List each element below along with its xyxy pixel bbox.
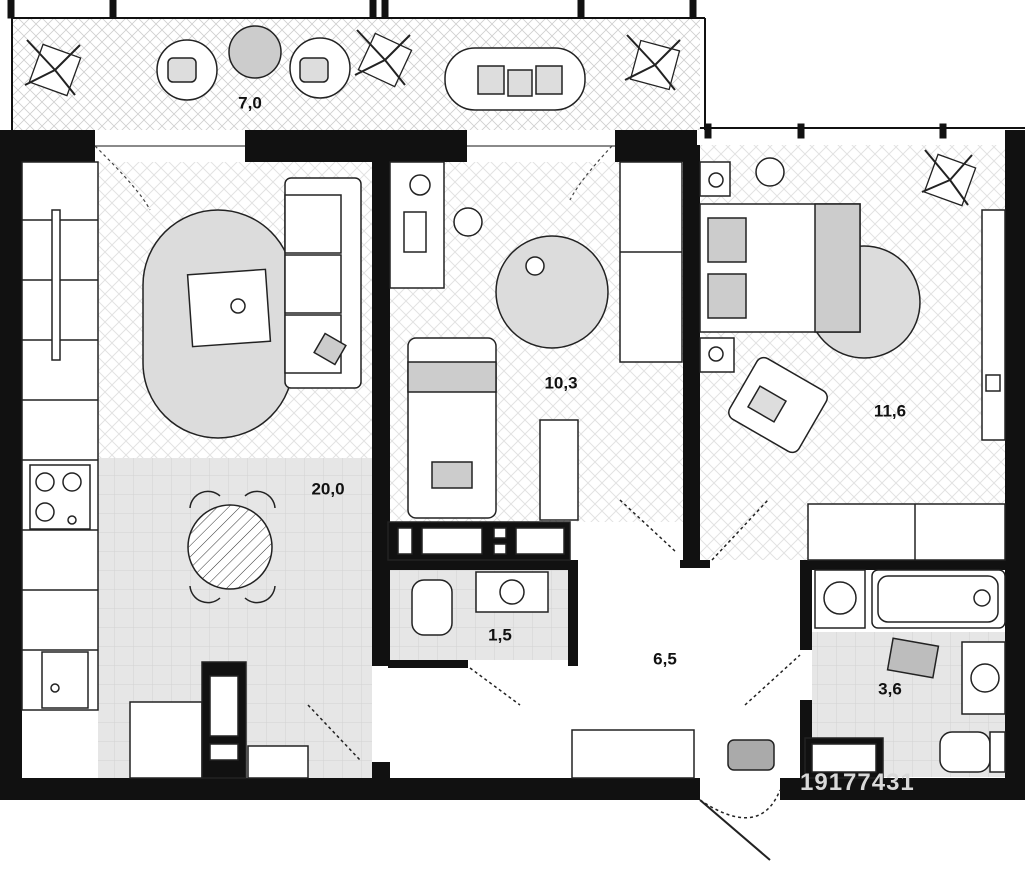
dresser <box>981 209 1006 441</box>
bath-mat <box>886 637 940 679</box>
walls <box>0 130 1025 800</box>
balcony-side-table <box>228 25 282 79</box>
tv <box>51 209 61 361</box>
wall-left <box>0 130 22 798</box>
room-area-hallway: 6,5 <box>653 649 677 668</box>
wall-top-left <box>0 130 95 162</box>
large-bedroom-furniture <box>699 157 1006 561</box>
room-area-bathroom: 3,6 <box>878 679 902 698</box>
plant-balcony-1 <box>24 39 82 97</box>
room-area-bedroom-large: 11,6 <box>874 401 906 420</box>
shoe-mat <box>727 739 775 771</box>
wall-partition-2 <box>683 145 700 565</box>
wall-bath-top <box>800 560 1005 570</box>
wall-wc-top <box>388 560 568 570</box>
balcony-furniture <box>156 25 586 111</box>
hall-wardrobe <box>571 729 695 779</box>
kitchen-sink <box>41 651 89 709</box>
room-area-bedroom-small: 10,3 <box>544 373 577 392</box>
wall-bottom <box>0 778 700 800</box>
hallway-furniture <box>571 654 884 861</box>
wardrobe-small <box>619 161 683 363</box>
wall-partition-1 <box>372 158 390 666</box>
wall-hall-top <box>680 560 710 568</box>
plants <box>24 29 977 207</box>
room-area-balcony: 7,0 <box>238 93 262 112</box>
wall-wc-right <box>568 560 578 666</box>
plant-bedroom <box>921 149 977 207</box>
wall-right <box>1005 130 1025 798</box>
wall-bath-left <box>800 560 812 650</box>
small-bedroom-rug <box>495 235 609 349</box>
wardrobe-large <box>807 503 1006 561</box>
room-labels: 7,0 20,0 10,3 11,6 1,5 6,5 3,6 <box>238 93 906 698</box>
living-kitchen-furniture <box>21 161 362 779</box>
coffee-table <box>186 268 272 348</box>
plant-balcony-3 <box>624 34 681 91</box>
toilet-wc <box>411 579 453 636</box>
small-bedroom-furniture <box>387 161 683 561</box>
wall-wc-bottom <box>388 660 468 668</box>
bath-toilet <box>939 731 991 773</box>
shelf <box>539 419 579 521</box>
balcony-railing <box>7 0 1025 139</box>
plant-balcony-2 <box>354 29 413 88</box>
wall-bottom-right <box>780 778 1025 800</box>
openings <box>94 145 615 211</box>
room-area-wc: 1,5 <box>488 625 512 644</box>
fridge-cabinet <box>129 701 203 779</box>
room-area-living-kitchen: 20,0 <box>311 479 344 498</box>
dining-table <box>187 504 273 590</box>
bathroom-fixtures <box>814 569 1006 773</box>
watermark-code: 19177431 <box>800 769 915 796</box>
wc-fixtures <box>411 571 549 706</box>
wall-partition-1b <box>372 762 390 782</box>
wall-top-mid <box>245 130 467 162</box>
